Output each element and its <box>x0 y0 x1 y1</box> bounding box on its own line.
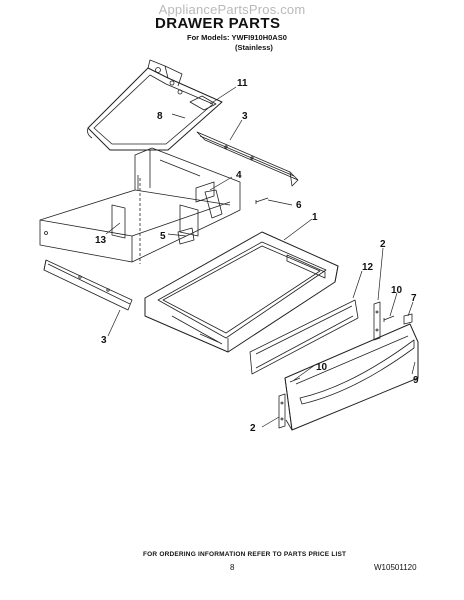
callout-10-right: 10 <box>391 285 403 296</box>
part-1-drawer-body <box>144 231 339 353</box>
model-info: For Models: YWFI910H0AS0 (Stainless) <box>187 33 287 53</box>
callout-1: 1 <box>312 212 318 223</box>
part-2-bracket-left <box>278 393 286 429</box>
callout-6: 6 <box>296 200 302 211</box>
part-13-drawer-panel <box>39 147 241 263</box>
part-9-drawer-front <box>284 323 419 431</box>
page-title: DRAWER PARTS <box>155 15 281 32</box>
part-5-bracket <box>177 227 195 245</box>
callout-7: 7 <box>411 293 417 304</box>
callout-9: 9 <box>413 375 419 386</box>
callout-11: 11 <box>237 78 248 89</box>
part-3-slide-rail-upper <box>196 131 299 187</box>
page-number: 8 <box>230 563 235 572</box>
callout-13: 13 <box>95 235 107 246</box>
document-number: W10501120 <box>374 563 417 572</box>
callout-2-right: 2 <box>380 239 386 250</box>
part-10-screw-right <box>383 315 395 322</box>
callout-4: 4 <box>236 170 242 181</box>
callout-3-lower: 3 <box>101 335 107 346</box>
part-6-screw <box>255 197 269 204</box>
part-3-slide-rail-lower <box>43 259 133 311</box>
leader-lines <box>105 86 416 428</box>
part-10-screw-left <box>289 377 301 383</box>
part-4-bracket <box>195 181 215 203</box>
callout-5: 5 <box>160 231 166 242</box>
watermark: AppliancePartsPros.com <box>158 2 306 17</box>
ordering-note: FOR ORDERING INFORMATION REFER TO PARTS … <box>143 551 347 558</box>
part-11-rack <box>87 59 223 151</box>
callout-2-left: 2 <box>250 423 256 434</box>
finish-label: (Stainless) <box>235 43 273 52</box>
part-7-clip <box>403 313 413 325</box>
callout-10-left: 10 <box>316 362 328 373</box>
callout-labels: 11 8 3 4 6 1 5 13 12 2 10 7 9 10 2 3 <box>95 78 419 434</box>
part-2-bracket-right <box>373 301 381 341</box>
callout-8: 8 <box>157 111 163 122</box>
callout-3-upper: 3 <box>242 111 248 122</box>
models-line: For Models: YWFI910H0AS0 <box>187 33 287 42</box>
callout-12: 12 <box>362 262 374 273</box>
part-12-inner-panel <box>249 299 359 375</box>
